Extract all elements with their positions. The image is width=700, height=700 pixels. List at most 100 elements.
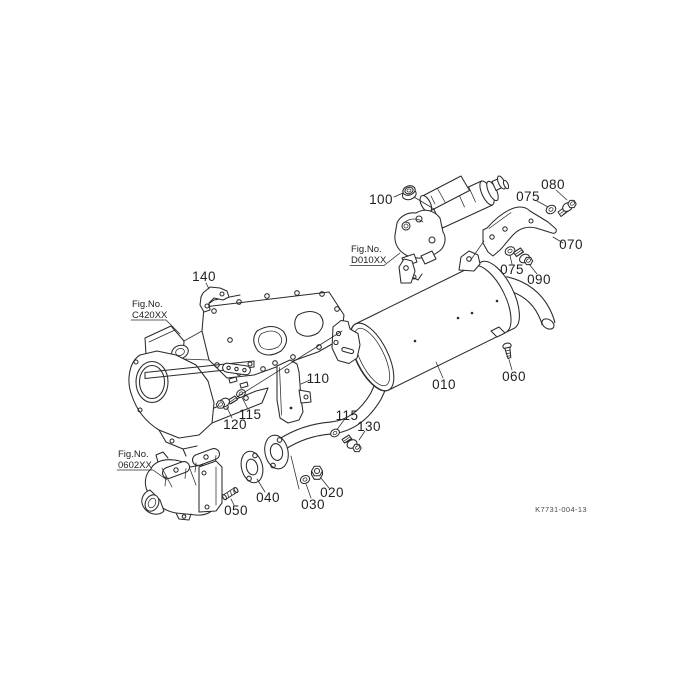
screw-060-threads xyxy=(505,349,512,357)
bracket-140-body xyxy=(199,286,230,313)
fig-ref-0602-line2: 0602XX xyxy=(118,460,152,471)
pipe-flange-hole-top xyxy=(276,437,283,443)
callout-040: 040 xyxy=(256,490,280,505)
bolt-080-head-top xyxy=(570,201,575,206)
washer-115-left xyxy=(236,389,246,398)
leader-075-lower xyxy=(509,255,513,265)
bracket-070-hole-1 xyxy=(489,234,495,240)
muffler xyxy=(331,250,520,392)
gasket-plate xyxy=(240,450,264,484)
axis-flange-hardware xyxy=(290,455,300,490)
fig-ref-c420-line1: Fig.No. xyxy=(132,299,163,310)
bracket-070-stud xyxy=(528,218,534,224)
block-bolt-2 xyxy=(243,395,249,401)
head-to-pump-lines xyxy=(182,330,210,361)
front-pipe-fill xyxy=(278,380,387,450)
housing-boss xyxy=(428,236,436,244)
oil-line-bars xyxy=(144,360,255,380)
fig-ref-d010-line1: Fig.No. xyxy=(351,244,382,255)
bracket-070-fold xyxy=(488,212,512,229)
pipe-flange xyxy=(264,434,289,470)
throttle-boss-inner xyxy=(175,347,185,357)
oil-pan-edge xyxy=(158,429,198,457)
washer-030-outer xyxy=(299,474,311,485)
leader-075-upper xyxy=(536,200,549,208)
bolt-090-head-top xyxy=(526,258,531,263)
callout-090: 090 xyxy=(527,272,551,287)
manifold-mount-flange xyxy=(198,460,223,513)
bolt-130-head xyxy=(352,443,362,453)
leader-100 xyxy=(393,192,404,198)
manifold-port-flange-1 xyxy=(161,461,191,479)
washer-115-right-hole xyxy=(332,431,338,435)
callout-120: 120 xyxy=(223,417,247,432)
starter-solenoid-band xyxy=(437,188,446,204)
bracket-140 xyxy=(199,286,230,313)
fig-ref-0602-line1: Fig.No. xyxy=(118,449,149,460)
callout-140: 140 xyxy=(192,269,216,284)
hanger-tab-left-hole xyxy=(403,265,409,271)
washer-030-hole xyxy=(302,477,308,482)
nut-020-hex xyxy=(310,465,324,477)
bolt-120-threads xyxy=(229,397,238,404)
callout-labels: 100 080 075 070 075 090 140 110 115 120 … xyxy=(192,177,583,518)
tail-pipe xyxy=(503,276,556,330)
washer-075-upper-outer xyxy=(545,204,557,215)
axis-bracket-to-muffler xyxy=(469,240,485,262)
pipe-flange-hole-bottom xyxy=(270,462,276,469)
front-pipe xyxy=(277,380,388,451)
washer-115-left-outer xyxy=(236,389,246,398)
callout-070: 070 xyxy=(559,237,583,252)
gasket-hole-top xyxy=(252,452,258,459)
washer-075-upper-hole xyxy=(548,207,554,212)
callout-115-right: 115 xyxy=(336,408,359,423)
heat-shield-foot xyxy=(298,389,312,404)
stud-end-left xyxy=(221,494,228,501)
manifold-rib-lines xyxy=(161,467,197,488)
oil-pan-bolt xyxy=(169,438,175,444)
muffler-rivet-4 xyxy=(495,299,499,303)
screw-060 xyxy=(502,342,512,360)
head-bolt-holes xyxy=(211,290,340,376)
manifold-outlet-opening xyxy=(144,494,160,512)
leader-040 xyxy=(256,478,266,493)
callout-110: 110 xyxy=(307,371,330,386)
cap-nut-ring xyxy=(404,186,414,195)
block-stud-1 xyxy=(228,376,238,384)
stud-end-right xyxy=(233,486,239,494)
leader-lines xyxy=(116,189,568,506)
engine-block xyxy=(128,290,345,457)
manifold-flange-bolt-2 xyxy=(201,470,207,476)
washer-075-upper xyxy=(545,204,557,215)
bolt-090 xyxy=(512,247,534,266)
leader-110 xyxy=(300,379,311,385)
heat-shield xyxy=(276,359,312,424)
manifold-port-walls xyxy=(164,455,217,487)
flywheel-housing-opening-inner xyxy=(138,364,166,400)
gasket-hole-bottom xyxy=(246,475,252,482)
fig-0602-underline xyxy=(116,469,168,481)
bolt-120-head-top xyxy=(218,402,223,407)
block-stud-2 xyxy=(239,381,249,389)
oil-line-fitting xyxy=(247,361,253,367)
bracket-070-hole-2 xyxy=(502,226,508,232)
callout-080: 080 xyxy=(541,177,565,192)
figure-ref-labels: Fig.No. D010XX Fig.No. C420XX Fig.No. 06… xyxy=(118,244,387,471)
joint-bolt-120 xyxy=(215,395,239,409)
bracket-140-hole-1 xyxy=(219,291,225,297)
manifold-outlet-bore xyxy=(147,497,157,509)
muffler-seam xyxy=(472,265,512,333)
mount-plate-slot xyxy=(341,346,355,355)
heat-shield-body xyxy=(276,359,304,424)
nut-020-hole xyxy=(313,467,321,475)
nut-020 xyxy=(310,465,324,480)
leader-070 xyxy=(552,236,564,244)
washer-075-lower-hole xyxy=(507,248,513,254)
pipe-flange-bore xyxy=(269,443,284,461)
heat-shield-hole xyxy=(284,368,290,374)
washer-075-lower-outer xyxy=(504,246,516,256)
terminal-boss-2 xyxy=(415,215,423,223)
muffler-rivet-2 xyxy=(456,316,460,320)
terminal-boss-outer xyxy=(401,221,411,231)
